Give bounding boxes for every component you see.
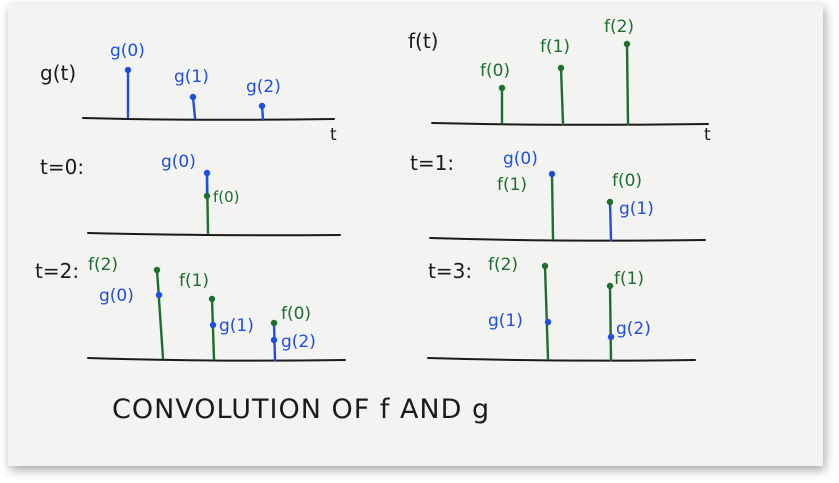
label-f0: f(0): [612, 171, 642, 191]
panel-f: [431, 40, 709, 126]
stem-t3-a: [543, 264, 550, 361]
panel-g: [82, 66, 335, 121]
stem-f2: [625, 42, 630, 126]
axis-line: [87, 357, 346, 362]
label-f2: f(2): [488, 255, 518, 275]
panel-title: t=3:: [428, 259, 472, 283]
panel-title: t=2:: [35, 259, 79, 283]
axis-line: [82, 117, 335, 121]
label-f2: f(2): [604, 17, 634, 37]
axis-label-t: t: [330, 125, 337, 145]
axis-line: [87, 232, 341, 237]
stem-g1: [191, 95, 197, 120]
label-f1: f(1): [614, 269, 644, 289]
panel-title: t=0:: [40, 155, 84, 179]
label-g1: g(1): [219, 316, 254, 336]
label-f1: f(1): [540, 37, 570, 57]
label-g1: g(1): [619, 199, 654, 219]
label-g0: g(0): [110, 41, 145, 61]
stem-t2-a: [155, 268, 165, 360]
label-g0: g(0): [99, 286, 134, 306]
label-g2: g(2): [281, 332, 316, 352]
stem-t2-b: [210, 297, 216, 361]
axis-line: [427, 357, 696, 362]
label-g0: g(0): [161, 152, 196, 172]
label-f1: f(1): [179, 271, 209, 291]
panel-t1: [429, 170, 706, 242]
label-g2: g(2): [616, 319, 651, 339]
caption: CONVOLUTION OF f AND g: [112, 394, 490, 425]
panel-title: f(t): [408, 29, 439, 53]
label-g2: g(2): [246, 77, 281, 97]
axis-line: [431, 122, 709, 126]
axis-label-t: t: [704, 125, 711, 145]
label-f0: f(0): [281, 304, 311, 324]
label-f0: f(0): [213, 188, 240, 206]
axis-line: [429, 237, 706, 242]
label-f0: f(0): [480, 61, 510, 81]
stem-t3-b: [608, 284, 613, 362]
panel-t2: [87, 266, 346, 362]
label-g1: g(1): [488, 311, 523, 331]
label-f2: f(2): [88, 255, 118, 275]
label-f1: f(1): [497, 175, 527, 195]
stem-t1-b: [608, 200, 613, 242]
panel-t0: [87, 169, 341, 237]
panel-title: t=1:: [410, 151, 454, 175]
label-g1: g(1): [174, 67, 209, 87]
label-g0: g(0): [503, 149, 538, 169]
stem-f1: [559, 66, 565, 126]
panel-title: g(t): [40, 61, 76, 85]
stem-t1-a: [550, 172, 555, 241]
panel-t3: [427, 262, 696, 362]
